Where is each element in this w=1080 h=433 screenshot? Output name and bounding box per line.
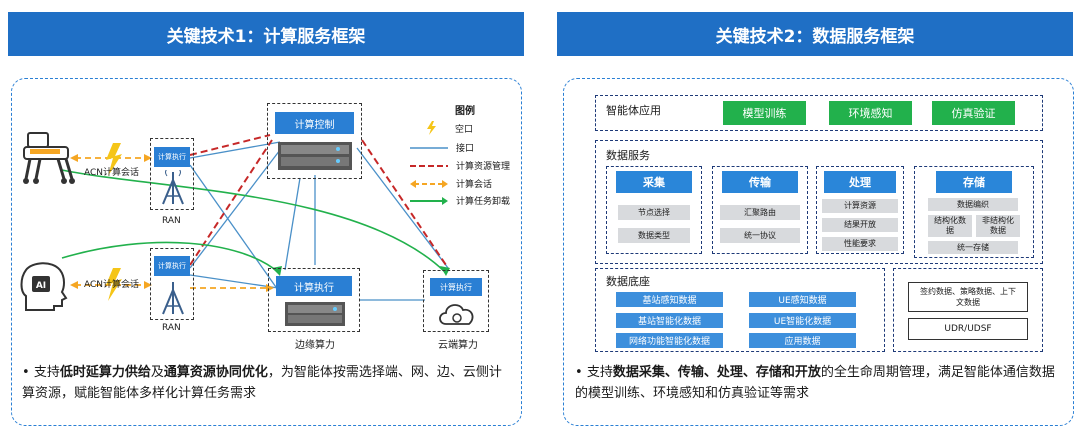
group-process [816,166,904,254]
base-layer-label: 数据底座 [606,275,650,288]
bolt-bottom [106,268,122,301]
udr-top-box: 签约数据、策略数据、上下文数据 [908,282,1028,312]
process-item-1: 计算资源 [822,199,898,213]
right-title: 关键技术2：数据服务框架 [715,26,915,47]
base-item-5: UE智能化数据 [749,313,856,328]
server-icon-edge [285,302,345,326]
legend-session: 计算会话 [410,177,492,190]
transfer-item-2: 统一协议 [720,228,800,243]
bolt-top [106,143,122,176]
ran-top-label: RAN [162,216,181,226]
base-item-2: 基站智能化数据 [616,313,723,328]
cloud-exec-label: 计算执行 [430,278,482,296]
ai-head-icon: AI [20,262,68,311]
btn-env-sensing: 环境感知 [829,101,912,125]
base-item-6: 应用数据 [749,333,856,348]
legend-interface: 接口 [410,144,475,154]
cloud-caption: 云端算力 [438,340,478,351]
server-icon-control [278,142,352,170]
btn-model-training: 模型训练 [723,101,806,125]
edge-exec-label: 计算执行 [276,276,352,296]
left-header: 关键技术1：计算服务框架 [8,12,524,56]
left-title: 关键技术1：计算服务框架 [166,26,366,47]
collect-item-1: 节点选择 [618,205,690,220]
udr-layer [893,268,1043,352]
legend-air: 空口 [425,121,473,135]
legend-title: 图例 [455,106,475,117]
group-collect-title: 采集 [616,171,692,193]
udr-bottom-box: UDR/UDSF [908,318,1028,340]
group-transfer [712,166,808,254]
robot-dog-icon [23,132,75,184]
compute-control-label: 计算控制 [275,112,354,134]
base-layer [595,268,885,352]
svg-text:AI: AI [36,281,46,291]
ran-top-exec: 计算执行 [154,147,190,167]
app-layer [595,95,1043,131]
lightning-icon [427,121,436,135]
base-item-4: UE感知数据 [749,292,856,307]
acn-session-label-top: ACN计算会话 [84,168,140,178]
cloud-icon [439,304,474,325]
right-header: 关键技术2：数据服务框架 [557,12,1073,56]
ran-bottom-exec: 计算执行 [154,256,190,276]
ran-top-box [150,138,194,210]
collect-item-2: 数据类型 [618,228,690,243]
base-item-1: 基站感知数据 [616,292,723,307]
antenna-icon-bottom [162,282,184,315]
acn-session-label-bottom: ACN计算会话 [84,280,140,290]
storage-item-4: 统一存储 [928,241,1018,254]
left-bullet: • 支持低时延算力供给及通算资源协同优化，为智能体按需选择端、网、边、云侧计算资… [22,365,502,401]
group-collect [606,166,702,254]
group-storage-title: 存储 [936,171,1012,193]
ran-bottom-box [150,248,194,320]
process-item-2: 结果开放 [822,218,898,232]
storage-item-3: 非结构化数据 [976,215,1020,237]
transfer-item-1: 汇聚路由 [720,205,800,220]
app-layer-label: 智能体应用 [606,104,661,117]
ran-bottom-label: RAN [162,323,181,333]
group-storage [914,166,1034,258]
storage-item-2: 结构化数据 [928,215,972,237]
right-bullet: • 支持数据采集、传输、处理、存储和开放的全生命周期管理，满足智能体通信数据的模… [575,365,1055,401]
interface-lines [189,141,449,301]
process-item-3: 性能要求 [822,237,898,251]
cloud-compute-box [423,270,489,332]
storage-item-1: 数据编织 [928,198,1018,211]
left-panel [11,78,522,426]
offload-lines [61,169,446,273]
legend-resource: 计算资源管理 [410,162,511,172]
edge-caption: 边缘算力 [295,340,335,351]
service-layer-label: 数据服务 [606,149,650,162]
right-panel [563,78,1074,426]
service-layer [595,140,1043,264]
antenna-icon-top [162,170,184,205]
edge-compute-box [268,268,360,332]
group-process-title: 处理 [824,171,896,193]
legend-offload: 计算任务卸载 [410,194,510,207]
session-lines [75,157,270,289]
compute-control-box [267,103,362,179]
base-item-3: 网络功能智能化数据 [616,333,723,348]
btn-sim-verify: 仿真验证 [932,101,1015,125]
group-transfer-title: 传输 [722,171,798,193]
